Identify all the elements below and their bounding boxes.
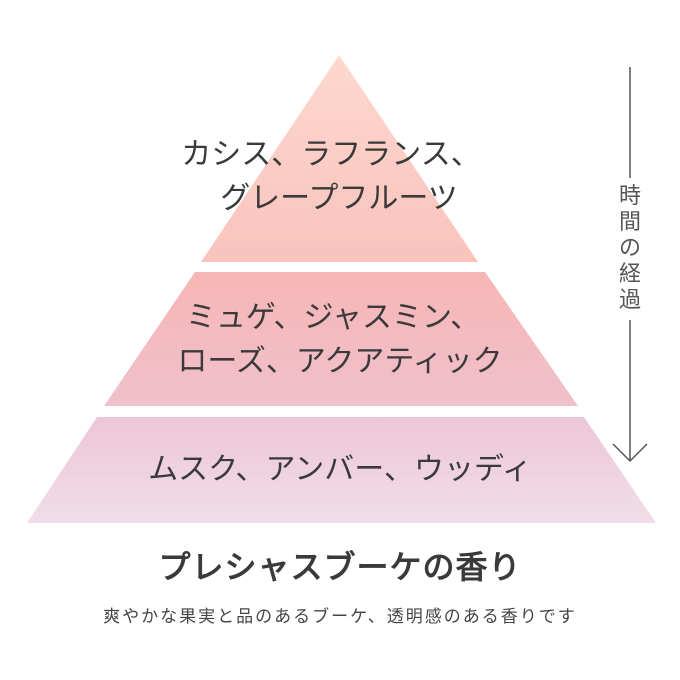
base-note-tier [27, 417, 656, 523]
middle-note-line-2: ローズ、アクアティック [177, 344, 502, 379]
top-note-line-2: グレープフルーツ [220, 181, 458, 216]
time-passage-label: 時間の経過 [615, 178, 645, 320]
base-note-line-1: ムスク、アンバー、ウッディ [148, 452, 532, 487]
page-subtitle: 爽やかな果実と品のあるブーケ、透明感のある香りです [103, 607, 577, 627]
time-arrow-head [612, 443, 648, 463]
middle-note-line-1: ミュゲ、ジャスミン、 [186, 300, 480, 335]
top-note-line-1: カシス、ラフランス、 [181, 137, 480, 172]
top-note-tier [201, 55, 478, 262]
middle-note-tier [104, 272, 578, 406]
fragrance-pyramid: カシス、ラフランス、 グレープフルーツ ミュゲ、ジャスミン、 ローズ、アクアティ… [27, 55, 656, 523]
page-title: プレシャスブーケの香り [158, 548, 522, 586]
